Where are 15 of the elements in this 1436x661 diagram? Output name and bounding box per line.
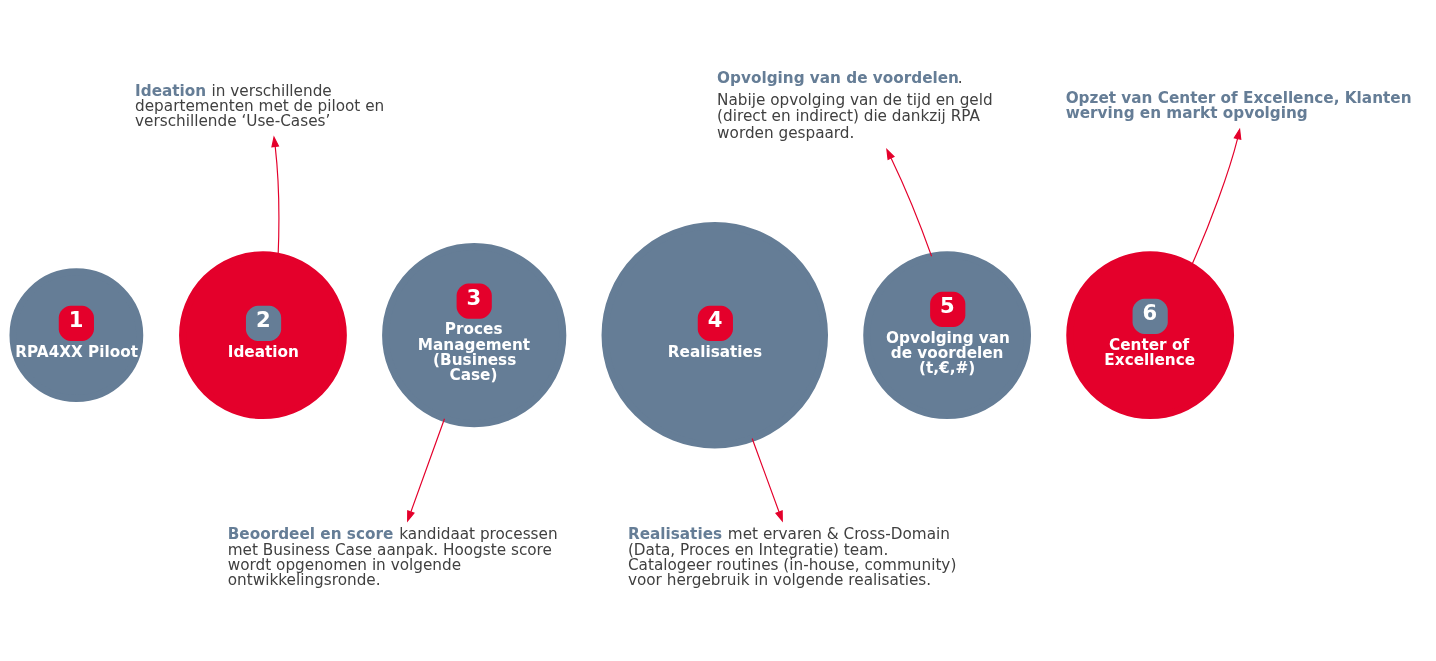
arrow (1190, 127, 1242, 267)
node-text: Beoordeel en score kandidaat processen met Business Case aanpak. Hoogste score wordt opgenomen in volgende ontwikkelingsronde. (227, 525, 558, 590)
node-text: Ideation in verschillende departementen met de piloot en verschillende ‘Use-Cases’ (135, 81, 385, 131)
node-circle: 3 Proces Management (Business Case) (382, 243, 567, 428)
node-circle: 2 Ideation (179, 251, 347, 420)
node-circle: 6 Center of Excellence (1066, 251, 1235, 420)
arrow (407, 418, 446, 523)
node-text: Opzet van Center of Excellence, Klanten werving en markt opvolging (1065, 88, 1412, 122)
arrow (886, 147, 933, 257)
node-circle: 5 Opvolging van de voordelen (t,€,#) (863, 251, 1032, 420)
arrow (751, 437, 783, 523)
node-text: Opvolging van de voordelen. Nabije opvolging van de tijd en geld (direct en indirect) die dankzij RPA worden gespaard. (717, 68, 993, 142)
node-text: Realisaties met ervaren & Cross-Domain (Data, Proces en Integratie) team. Catalogeer routines (in-house, community) voor hergebruik in volgende realisaties. (627, 525, 957, 590)
node-circle: 4 Realisaties (601, 221, 828, 449)
node-circle: 1 RPA4XX Piloot (9, 268, 144, 403)
